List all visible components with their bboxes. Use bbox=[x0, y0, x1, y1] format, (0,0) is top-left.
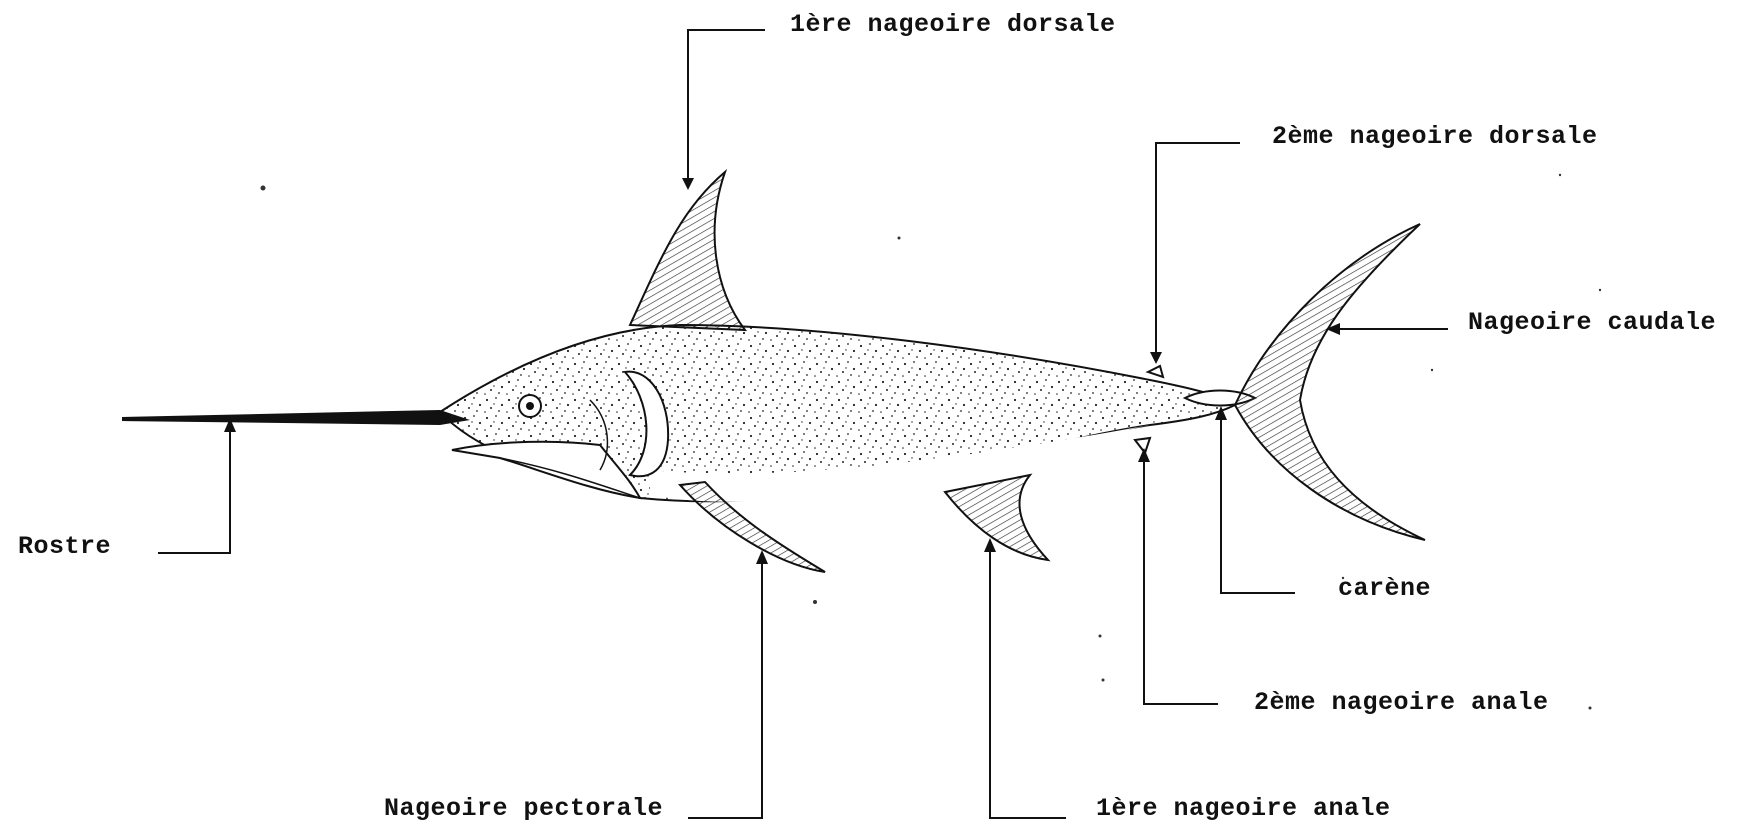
leader-dorsal1 bbox=[688, 30, 765, 178]
rostrum bbox=[122, 410, 470, 425]
label-rostrum: Rostre bbox=[18, 532, 111, 561]
label-keel: carène bbox=[1338, 574, 1431, 603]
label-first-dorsal-fin: 1ère nageoire dorsale bbox=[790, 10, 1116, 39]
first-dorsal-fin bbox=[630, 172, 745, 330]
leader-pectoral bbox=[688, 564, 762, 818]
label-pectoral-fin: Nageoire pectorale bbox=[384, 794, 663, 823]
leader-anal2 bbox=[1144, 462, 1218, 704]
first-anal-fin bbox=[945, 475, 1048, 560]
swordfish-illustration bbox=[122, 172, 1425, 572]
second-anal-fin bbox=[1135, 438, 1150, 453]
second-dorsal-fin bbox=[1148, 366, 1163, 377]
leader-rostre bbox=[158, 432, 230, 553]
label-caudal-fin: Nageoire caudale bbox=[1468, 308, 1716, 337]
leader-dorsal2 bbox=[1156, 143, 1240, 352]
caudal-fin bbox=[1235, 224, 1425, 540]
leader-anal1 bbox=[990, 552, 1066, 818]
label-second-dorsal-fin: 2ème nageoire dorsale bbox=[1272, 122, 1598, 151]
label-first-anal-fin: 1ère nageoire anale bbox=[1096, 794, 1391, 823]
label-second-anal-fin: 2ème nageoire anale bbox=[1254, 688, 1549, 717]
